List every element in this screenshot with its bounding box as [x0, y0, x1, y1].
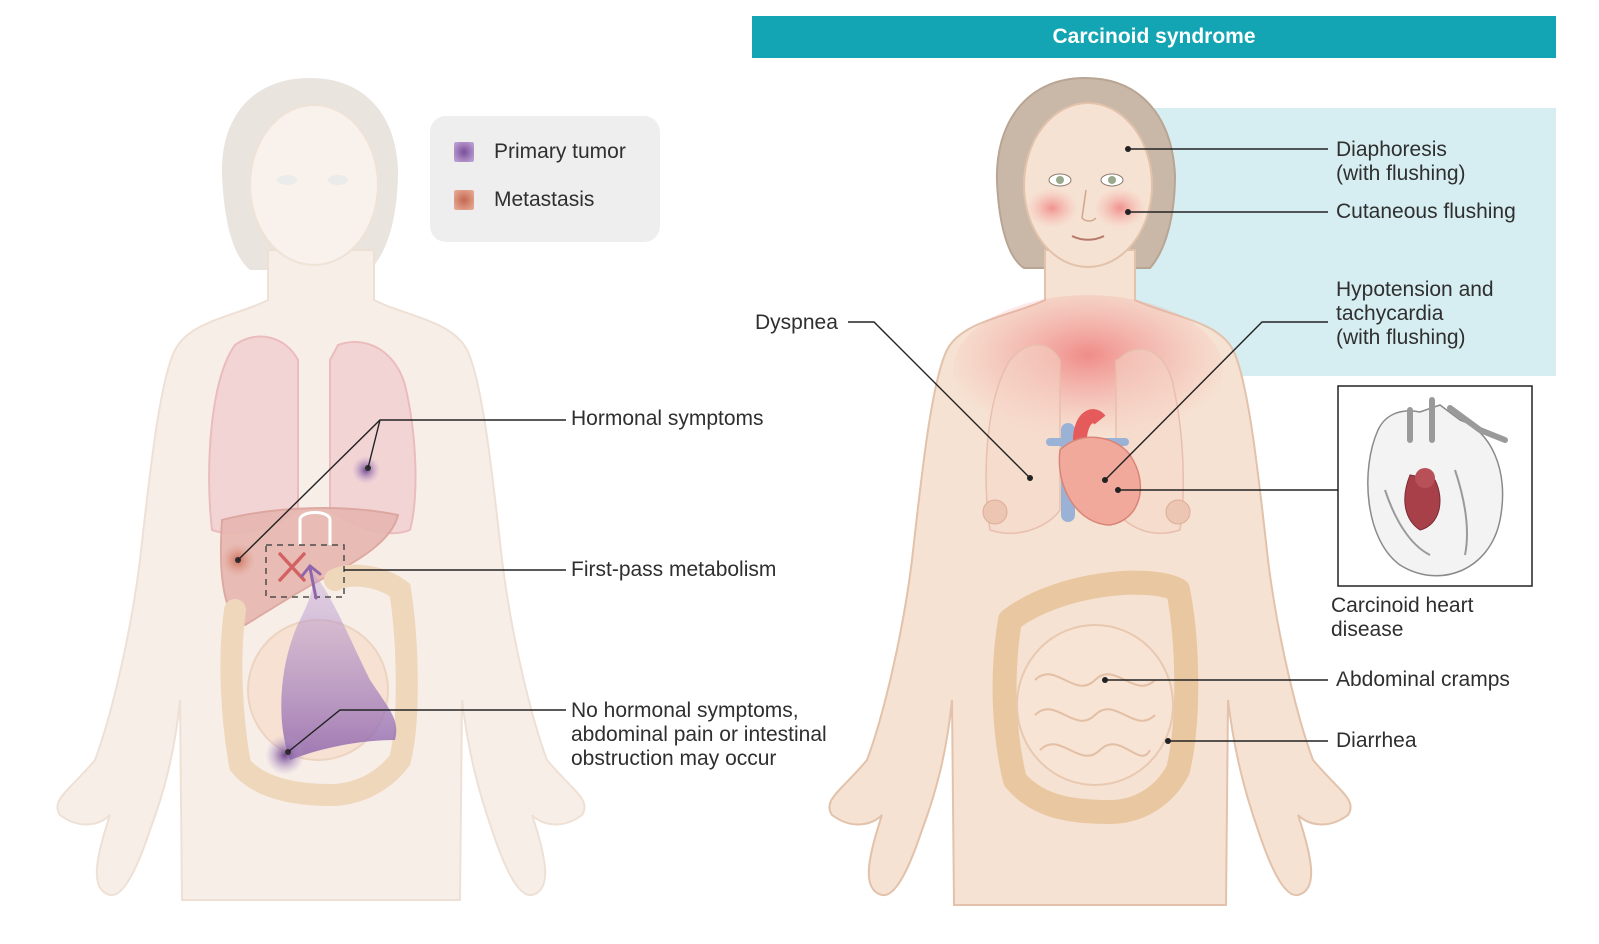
- hepatic-vessels: [298, 511, 332, 545]
- legend-swatch-primary-tumor: [454, 142, 474, 162]
- right-leader-lines: [848, 148, 1338, 742]
- label-no-hormonal-symptoms: No hormonal symptoms, abdominal pain or …: [571, 699, 827, 770]
- right-colon: [992, 570, 1199, 824]
- label-dyspnea: Dyspnea: [755, 311, 838, 334]
- right-small-intestine: [1016, 624, 1174, 786]
- left-eye-left: [277, 175, 297, 185]
- heart: [1058, 436, 1142, 526]
- legend-label-metastasis: Metastasis: [494, 188, 595, 211]
- intestine-loops: [1034, 673, 1156, 757]
- blocked-x: [278, 552, 306, 582]
- right-iris-left: [1056, 176, 1064, 184]
- aorta: [1073, 409, 1106, 441]
- label-first-pass-metabolism: First-pass metabolism: [571, 558, 777, 581]
- legend-item-metastasis: Metastasis: [454, 188, 594, 212]
- left-face: [249, 104, 379, 266]
- label-abdominal-cramps: Abdominal cramps: [1336, 668, 1510, 691]
- legend-label-primary-tumor: Primary tumor: [494, 140, 626, 163]
- page-title: Carcinoid syndrome: [1052, 25, 1256, 48]
- heart-inset: [1337, 385, 1533, 587]
- inset-valve-top: [1415, 468, 1435, 488]
- left-leader-lines: [237, 419, 566, 753]
- right-cheek-flush-right: [1094, 188, 1146, 228]
- left-figure: [56, 78, 586, 901]
- label-hypotension-tachycardia: Hypotension and tachycardia (with flushi…: [1336, 278, 1494, 349]
- label-cutaneous-flushing: Cutaneous flushing: [1336, 200, 1516, 223]
- portal-flow: [281, 572, 397, 760]
- label-diarrhea: Diarrhea: [1336, 729, 1417, 752]
- leader-hormonal: [237, 419, 566, 561]
- right-nose: [1081, 189, 1097, 222]
- inset-chambers: [1384, 469, 1468, 556]
- right-lung-right: [985, 344, 1061, 534]
- right-mouth: [1071, 235, 1105, 241]
- primary-tumor-intestine: [265, 735, 305, 775]
- portal-arrow: [300, 563, 322, 600]
- label-carcinoid-heart-disease: Carcinoid heart disease: [1331, 594, 1474, 641]
- right-breast-right: [1165, 499, 1191, 525]
- legend-item-primary-tumor: Primary tumor: [454, 140, 626, 164]
- leader-dyspnea: [848, 321, 1031, 479]
- inset-valve: [1404, 474, 1441, 531]
- right-face: [1023, 102, 1153, 268]
- title-bar: Carcinoid syndrome: [752, 16, 1556, 58]
- legend: Primary tumor Metastasis: [430, 116, 660, 242]
- label-hormonal-symptoms: Hormonal symptoms: [571, 407, 764, 430]
- right-iris-right: [1108, 176, 1116, 184]
- right-cheek-flush-left: [1026, 188, 1078, 228]
- leader-no-hormonal: [287, 709, 566, 753]
- leader-hypotension: [1104, 321, 1328, 481]
- right-breast-left: [982, 499, 1008, 525]
- legend-swatch-metastasis: [454, 190, 474, 210]
- label-diaphoresis: Diaphoresis (with flushing): [1336, 138, 1466, 185]
- left-eye-right: [328, 175, 348, 185]
- inset-great-vessels: [1407, 397, 1508, 443]
- first-pass-box: [265, 544, 345, 598]
- left-colon: [220, 564, 418, 807]
